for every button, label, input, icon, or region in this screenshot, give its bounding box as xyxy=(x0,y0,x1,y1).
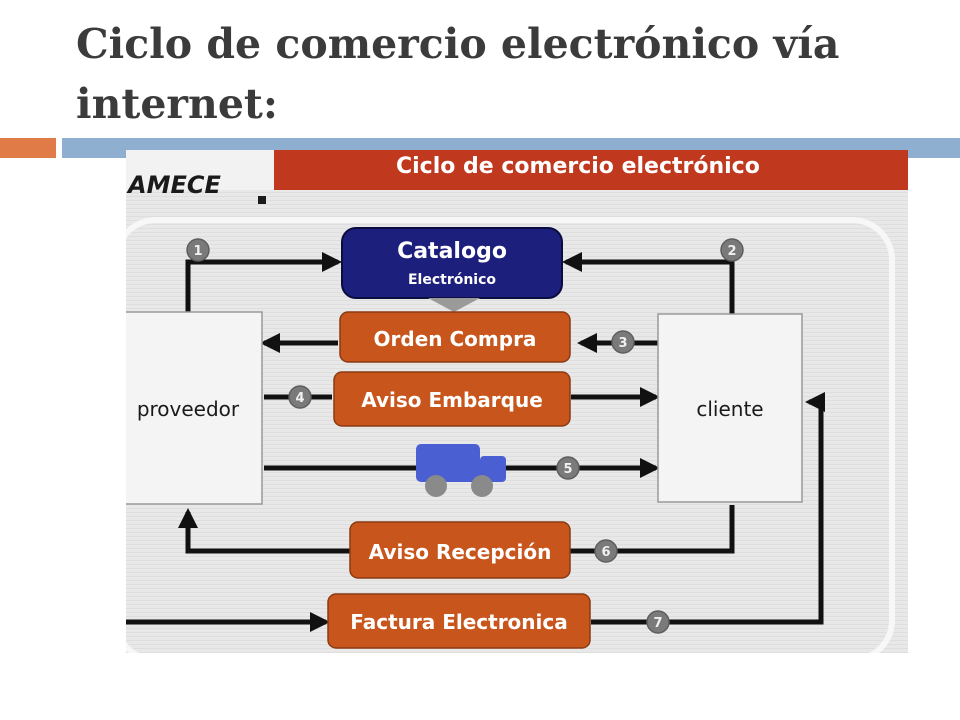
amece-logo: AMECE xyxy=(126,171,221,199)
commerce-cycle-diagram: Ciclo de comercio electrónico AMECE prov… xyxy=(126,150,908,653)
title-accent-orange-bar xyxy=(0,138,56,158)
step-badge-5: 5 xyxy=(556,456,580,480)
step-badge-5-label: 5 xyxy=(563,462,572,477)
aviso-recepcion-box xyxy=(349,521,571,579)
arrow-step-2 xyxy=(562,252,735,315)
truck-icon xyxy=(416,444,506,497)
slide-title: Ciclo de comercio electrónico vía intern… xyxy=(76,20,840,128)
proveedor-box xyxy=(126,311,263,505)
factura-electronica-box xyxy=(327,593,591,649)
catalogo-pointer xyxy=(428,298,480,312)
step-badge-3: 3 xyxy=(611,330,635,354)
cliente-box xyxy=(657,313,803,503)
step-badges: 1 2 3 4 5 6 7 xyxy=(186,238,744,634)
aviso-embarque-label: Aviso Embarque xyxy=(361,388,543,412)
orden-compra-box xyxy=(339,311,571,363)
factura-electronica-label: Factura Electronica xyxy=(350,610,568,634)
step-badge-2-label: 2 xyxy=(727,244,736,259)
catalogo-label: Catalogo xyxy=(397,239,507,264)
step-badge-2: 2 xyxy=(720,238,744,262)
header-title: Ciclo de comercio electrónico xyxy=(396,154,760,179)
step-badge-6-label: 6 xyxy=(601,545,610,560)
proveedor-label: proveedor xyxy=(137,397,240,421)
logo-square xyxy=(258,196,266,204)
catalogo-sublabel: Electrónico xyxy=(408,272,496,288)
step-badge-1-label: 1 xyxy=(193,244,202,259)
cliente-label: cliente xyxy=(696,397,763,421)
aviso-embarque-box xyxy=(333,371,571,427)
step-badge-1: 1 xyxy=(186,238,210,262)
step-badge-4-label: 4 xyxy=(295,391,304,406)
step-badge-6: 6 xyxy=(594,539,618,563)
step-badge-7-label: 7 xyxy=(653,616,662,631)
header-red-band xyxy=(274,150,908,190)
orden-compra-label: Orden Compra xyxy=(374,327,537,351)
arrow-step-1 xyxy=(185,252,342,315)
step-badge-4: 4 xyxy=(288,385,312,409)
step-badge-7: 7 xyxy=(646,610,670,634)
arrow-step-7b xyxy=(591,392,825,625)
aviso-recepcion-label: Aviso Recepción xyxy=(369,540,552,564)
diagram-frame xyxy=(126,217,895,653)
step-badge-3-label: 3 xyxy=(618,336,627,351)
